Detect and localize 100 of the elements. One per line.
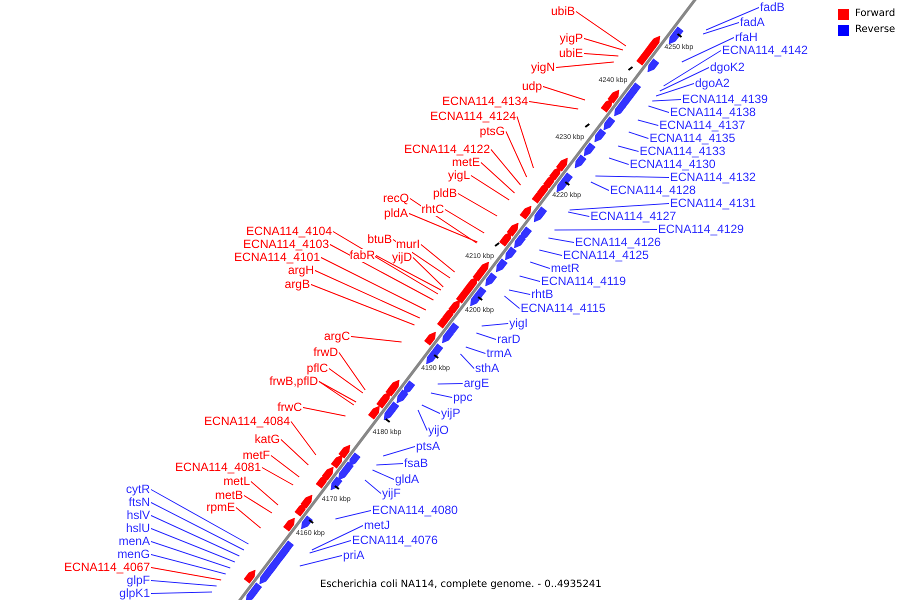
gene-label: gldA <box>395 473 420 486</box>
gene-label: ubiB <box>550 5 575 18</box>
gene-label: ubiE <box>558 47 583 60</box>
gene-label: cytR <box>126 483 150 496</box>
leader-line <box>364 480 382 494</box>
gene-label: ECNA114_4067 <box>64 561 150 574</box>
leader-line <box>150 515 240 556</box>
leader-line <box>618 146 640 152</box>
gene-label: yijP <box>440 407 460 420</box>
gene-label: dgoK2 <box>710 61 745 74</box>
leader-line <box>150 541 231 568</box>
gene-label: metL <box>223 475 250 488</box>
leader-line <box>262 467 294 486</box>
gene-label: sthA <box>475 362 500 375</box>
leader-line <box>480 162 515 194</box>
gene-label: glpF <box>126 574 150 587</box>
gene-label: ECNA114_4115 <box>520 302 606 315</box>
leader-line <box>299 555 342 566</box>
caption: Escherichia coli NA114, complete genome. - 0..4935241 <box>320 579 602 591</box>
leader-line <box>528 101 579 110</box>
gene-label: menG <box>117 548 150 561</box>
leader-line <box>548 238 574 243</box>
leader-line <box>554 229 658 230</box>
leader-line <box>244 495 272 514</box>
leader-line <box>150 528 236 562</box>
gene-label: yijD <box>392 251 412 264</box>
leader-line <box>334 510 372 520</box>
leader-line <box>576 11 626 46</box>
gene-label: frwC <box>277 401 302 414</box>
leader-line <box>516 116 534 168</box>
gene-label: metR <box>550 262 580 275</box>
gene-label: rhtC <box>421 203 444 216</box>
gene-label: katG <box>254 433 280 446</box>
leader-line <box>568 212 590 217</box>
gene-label: ECNA114_4076 <box>352 534 438 547</box>
leader-line <box>652 99 682 102</box>
gene-label: recQ <box>382 192 409 205</box>
gene-label: ECNA114_4130 <box>630 158 716 171</box>
gene-label: ECNA114_4127 <box>590 210 676 223</box>
leader-line <box>590 182 610 191</box>
gene-label: pldA <box>384 207 408 220</box>
leader-line <box>538 250 562 256</box>
gene-label: ECNA114_4104 <box>246 225 332 238</box>
leader-line <box>410 198 478 244</box>
leader-line <box>309 540 352 554</box>
leader-line <box>504 296 520 309</box>
gene-label: yigP <box>560 32 583 45</box>
gene-label: ECNA114_4132 <box>670 171 756 184</box>
gene-label: menA <box>118 535 150 548</box>
gene-label: yijF <box>382 487 401 500</box>
leader-line <box>706 7 760 30</box>
gene-label: ECNA114_4131 <box>670 197 756 210</box>
leader-line <box>437 383 464 384</box>
leader-line <box>310 284 415 326</box>
leader-line <box>320 257 426 310</box>
gene-label: rpmE <box>206 501 235 514</box>
leader-line <box>681 37 734 62</box>
gene-label: ECNA114_4101 <box>234 251 320 264</box>
gene-label: ECNA114_4133 <box>640 145 726 158</box>
leader-line <box>372 470 394 480</box>
leader-line <box>421 404 440 414</box>
leader-line <box>460 354 475 369</box>
legend-label: Reverse <box>855 24 896 36</box>
leader-line <box>506 131 528 178</box>
leader-line <box>376 463 404 466</box>
leader-line <box>270 455 300 478</box>
leader-line <box>465 346 486 354</box>
leader-line <box>150 554 226 574</box>
gene-label: ECNA114_4122 <box>404 143 490 156</box>
gene-label: rfaH <box>735 31 758 44</box>
leader-line <box>150 489 249 544</box>
leader-line <box>412 257 444 288</box>
gene-label: argC <box>324 330 350 343</box>
leader-line <box>584 38 624 50</box>
gene-label: yigI <box>509 317 528 330</box>
leader-line <box>470 175 510 200</box>
gene-label: ECNA114_4119 <box>541 275 626 288</box>
gene-label: hslV <box>126 509 150 522</box>
gene-label: ftsN <box>128 496 150 509</box>
gene-label: ECNA114_4126 <box>575 236 661 249</box>
leader-line <box>150 567 222 580</box>
leader-line <box>584 53 619 56</box>
gene-label: metE <box>452 156 480 169</box>
leader-line <box>490 149 522 186</box>
leader-line <box>420 244 456 272</box>
gene-label: dgoA2 <box>695 77 730 90</box>
leader-line <box>338 352 366 390</box>
leader-line <box>382 446 416 456</box>
gene-label: ECNA114_4080 <box>372 504 458 517</box>
gene-label: ECNA114_4084 <box>204 415 290 428</box>
leader-line <box>648 106 670 113</box>
leader-line <box>608 158 630 165</box>
leader-line <box>250 481 278 506</box>
leader-line <box>150 502 244 550</box>
leader-line <box>702 22 740 34</box>
leader-line <box>328 368 364 394</box>
gene-label: yigL <box>448 169 470 182</box>
leader-line <box>350 336 402 342</box>
gene-label: ptsG <box>480 125 505 138</box>
gene-label: frwB,pflD <box>269 375 318 388</box>
